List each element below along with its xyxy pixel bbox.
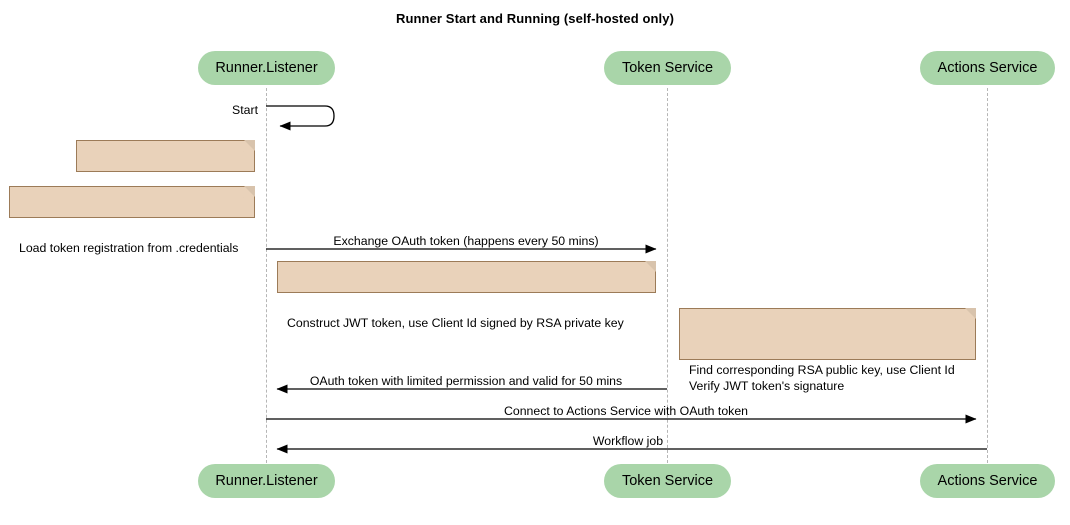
note-construct-jwt-token: Construct JWT token, use Client Id signe… (277, 261, 656, 330)
note-text: Construct JWT token, use Client Id signe… (287, 316, 624, 330)
message-arrow-start[interactable] (266, 105, 335, 131)
note-text: Load token registration from .credential… (19, 241, 239, 255)
participant-label: Runner.Listener (215, 60, 318, 76)
message-label-exchange-oauth-token: Exchange OAuth token (happens every 50 m… (333, 234, 599, 248)
message-label-start: Start (232, 103, 258, 117)
participant-token-service-top[interactable]: Token Service (604, 51, 731, 85)
participant-actions-service-bottom[interactable]: Actions Service (920, 464, 1055, 498)
note-verify-jwt-signature: Find corresponding RSA public key, use C… (679, 308, 976, 393)
participant-runner-listener-bottom[interactable]: Runner.Listener (198, 464, 335, 498)
note-fold-edge-icon (243, 186, 255, 198)
message-label-connect-actions-service: Connect to Actions Service with OAuth to… (503, 404, 749, 418)
participant-runner-listener-top[interactable]: Runner.Listener (198, 51, 335, 85)
note-text: Find corresponding RSA public key, use C… (689, 363, 955, 393)
note-fold-edge-icon (243, 140, 255, 152)
participant-label: Actions Service (937, 60, 1038, 76)
note-load-token-registration: Load token registration from .credential… (9, 186, 255, 255)
participant-label: Actions Service (937, 473, 1038, 489)
note-fold-edge-icon (964, 308, 976, 320)
lifeline-runner (266, 88, 267, 463)
participant-actions-service-top[interactable]: Actions Service (920, 51, 1055, 85)
participant-label: Token Service (621, 60, 714, 76)
lifeline-token-service (667, 88, 668, 463)
message-label-oauth-token-response: OAuth token with limited permission and … (309, 374, 623, 388)
message-label-workflow-job: Workflow job (592, 434, 664, 448)
participant-token-service-bottom[interactable]: Token Service (604, 464, 731, 498)
note-fold-edge-icon (644, 261, 656, 273)
participant-label: Token Service (621, 473, 714, 489)
participant-label: Runner.Listener (215, 473, 318, 489)
diagram-title: Runner Start and Running (self-hosted on… (395, 11, 675, 26)
note-load-config-info: Load config info from .runner (76, 140, 255, 209)
lifeline-actions-service (987, 88, 988, 463)
